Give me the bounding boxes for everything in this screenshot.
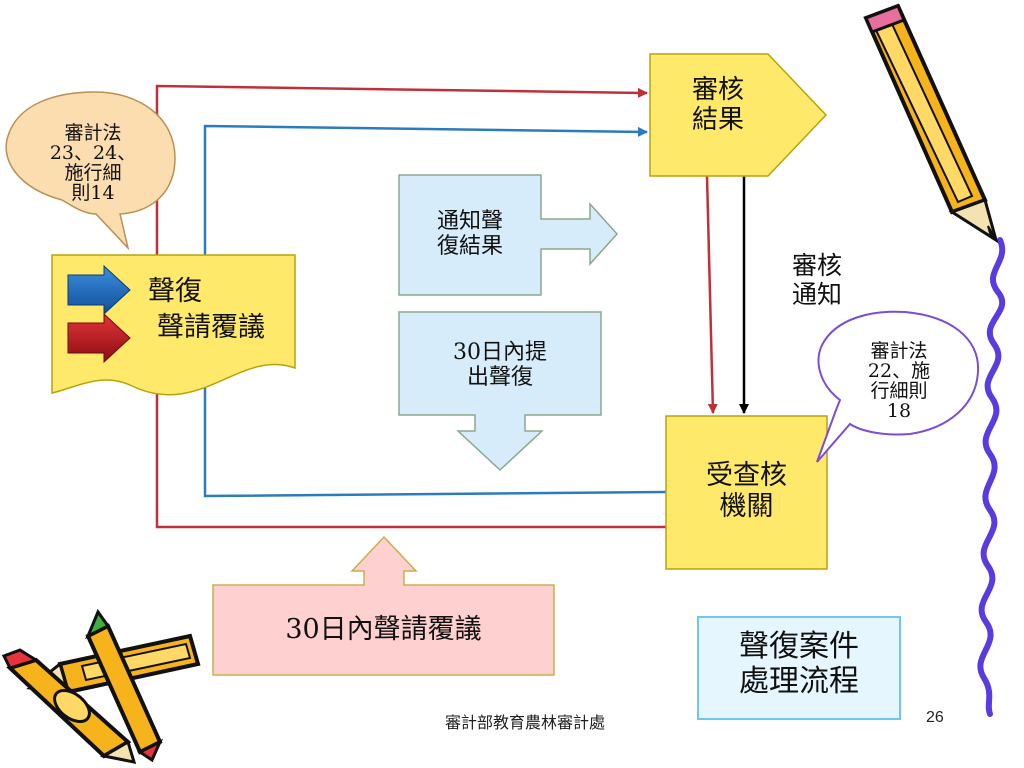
blue-arrow-icon [67, 264, 131, 316]
reply-within-30-label: 30日內提 出聲復 [453, 340, 547, 391]
left-callout-text: 審計法 23、24、 施行細 則14 [49, 122, 137, 204]
wavy-line [977, 237, 1006, 717]
request-within-30-node [212, 535, 555, 676]
reply-within-30-node [398, 311, 602, 472]
title-box [697, 616, 901, 720]
right-callout-bubble [816, 310, 980, 463]
reply-label: 聲復 [148, 276, 202, 307]
review-notice-label: 審核 通知 [791, 251, 842, 309]
audited-agency-label: 受查核 機關 [706, 460, 787, 523]
notify-reply-result-node [398, 174, 619, 296]
request-reconsideration-label: 聲請覆議 [157, 312, 265, 343]
audited-agency-node [665, 415, 828, 570]
right-callout-text: 審計法 22、施 行細則 18 [867, 340, 931, 422]
crayons-icon [1, 608, 201, 764]
red-arrow-icon [67, 312, 131, 364]
request-within-30-label: 30日內聲請覆議 [285, 614, 482, 645]
pencil-icon [863, 3, 999, 244]
left-callout-bubble [5, 91, 176, 251]
review-result-label: 審核 結果 [691, 75, 744, 135]
footer-org: 審計部教育農林審計處 [445, 715, 606, 732]
page-number: 26 [926, 709, 944, 726]
review-result-node [649, 53, 828, 177]
title-box-label: 聲復案件 處理流程 [739, 629, 859, 699]
notify-reply-result-label: 通知聲 復結果 [436, 209, 503, 260]
